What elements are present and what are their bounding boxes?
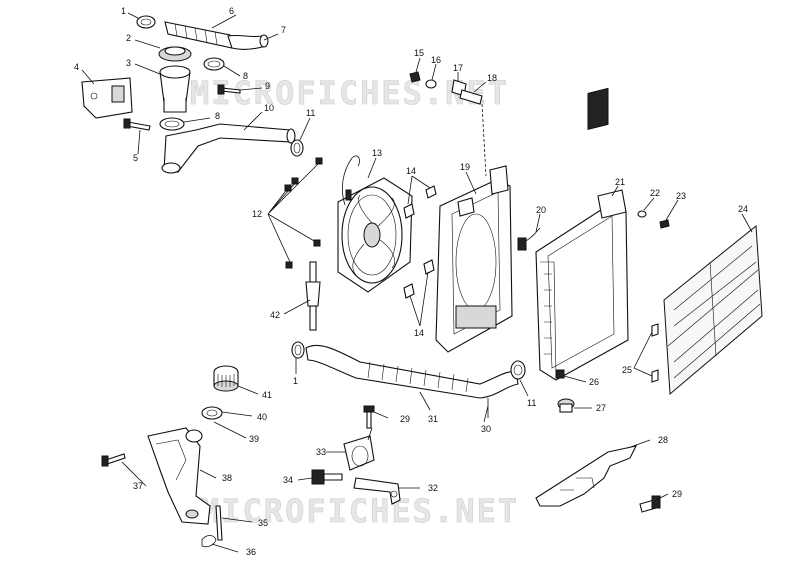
part-6-bypass-hose [164,21,233,49]
callout-40: 40 [257,412,267,422]
part-5-bolt [123,118,151,131]
callout-26: 26 [589,377,599,387]
part-42-hose-connector [305,261,321,331]
callout-32: 32 [428,483,438,493]
callout-numbers: 1 2 3 4 5 6 7 8 9 8 10 11 12 13 14 15 16… [74,6,748,557]
callout-6: 6 [229,6,234,16]
part-10-upper-radiator-hose [161,123,296,174]
callout-37: 37 [133,481,143,491]
callout-16: 16 [431,55,441,65]
callout-38: 38 [222,473,232,483]
part-24-radiator-screen [663,225,763,396]
callout-41: 41 [262,390,272,400]
callout-35: 35 [258,518,268,528]
callout-14-upper: 14 [406,166,416,176]
callout-11-lower: 11 [527,398,536,408]
part-21-radiator [535,87,629,381]
callout-19: 19 [460,162,470,172]
callout-17: 17 [453,63,463,73]
callout-28: 28 [658,435,668,445]
callout-5: 5 [133,153,138,163]
part-20-temp-sensor [517,227,541,251]
part-11-clamp-upper [290,139,304,157]
callout-20: 20 [536,205,546,215]
callout-22: 22 [650,188,660,198]
watermark-bottom: MICROFICHES.NET [200,492,519,530]
part-7-hose-elbow [227,34,269,50]
part-8-clamp-a [203,57,225,71]
part-19-fan-shroud [435,165,513,353]
callout-39: 39 [249,434,259,444]
callout-10: 10 [264,103,274,113]
part-25-clips [651,323,659,383]
callout-29-center: 29 [400,414,410,424]
callout-13: 13 [372,148,382,158]
callout-21: 21 [615,177,625,187]
callout-15: 15 [414,48,424,58]
part-26-drain-plug [555,369,565,379]
callout-2: 2 [126,33,131,43]
part-2-radiator-cap [158,46,192,62]
part-1-hose-clamp [136,15,156,29]
part-14-clips [403,185,437,299]
part-3-filler-neck [159,65,191,113]
part-32-bracket [353,477,401,505]
callout-33: 33 [316,447,326,457]
callout-8-a: 8 [243,71,248,81]
part-27-grommet [557,398,575,413]
callout-11-upper: 11 [306,108,315,118]
callout-4: 4 [74,62,79,72]
leader-lines [81,12,753,553]
callout-30: 30 [481,424,491,434]
part-1-clamp-lower [291,341,305,359]
part-22-washer [637,210,647,218]
part-12-fasteners [284,157,323,269]
part-18-spacer [459,89,487,177]
part-4-mounting-bracket [81,77,133,119]
callout-1-lower: 1 [293,376,298,386]
part-36-clamp [201,535,217,548]
part-29-bolt-right [639,495,661,513]
callout-42: 42 [270,310,280,320]
part-37-screw [101,453,126,467]
part-34-bolt [311,469,343,485]
part-29-bolt-center [363,405,375,429]
part-11-clamp-lower [510,360,526,380]
callout-3: 3 [126,58,131,68]
part-9-screw [217,84,241,95]
callout-18: 18 [487,73,497,83]
part-35-overflow-tube [215,505,223,541]
callout-31: 31 [428,414,438,424]
part-31-lower-radiator-hose [305,344,519,418]
part-23-screw [659,219,670,229]
callout-25: 25 [622,365,632,375]
callout-34: 34 [283,475,293,485]
part-8-clamp-b [159,117,185,131]
callout-23: 23 [676,191,686,201]
callout-24: 24 [738,204,748,214]
part-28-lower-support-bracket [535,445,638,507]
callout-8-b: 8 [215,111,220,121]
callout-14-lower: 14 [414,328,424,338]
part-40-gasket [201,406,223,420]
part-15-nut [409,71,421,83]
part-16-washer [425,79,437,89]
callout-27: 27 [596,403,606,413]
callout-9: 9 [265,81,270,91]
part-38-coolant-reservoir [147,427,211,525]
callout-1: 1 [121,6,126,16]
part-33-hose-clip [343,435,375,471]
callout-7: 7 [281,25,286,35]
part-13-cooling-fan [337,155,413,293]
part-41-reservoir-cap [213,365,239,392]
callout-29-right: 29 [672,489,682,499]
callout-12: 12 [252,209,262,219]
callout-36: 36 [246,547,256,557]
